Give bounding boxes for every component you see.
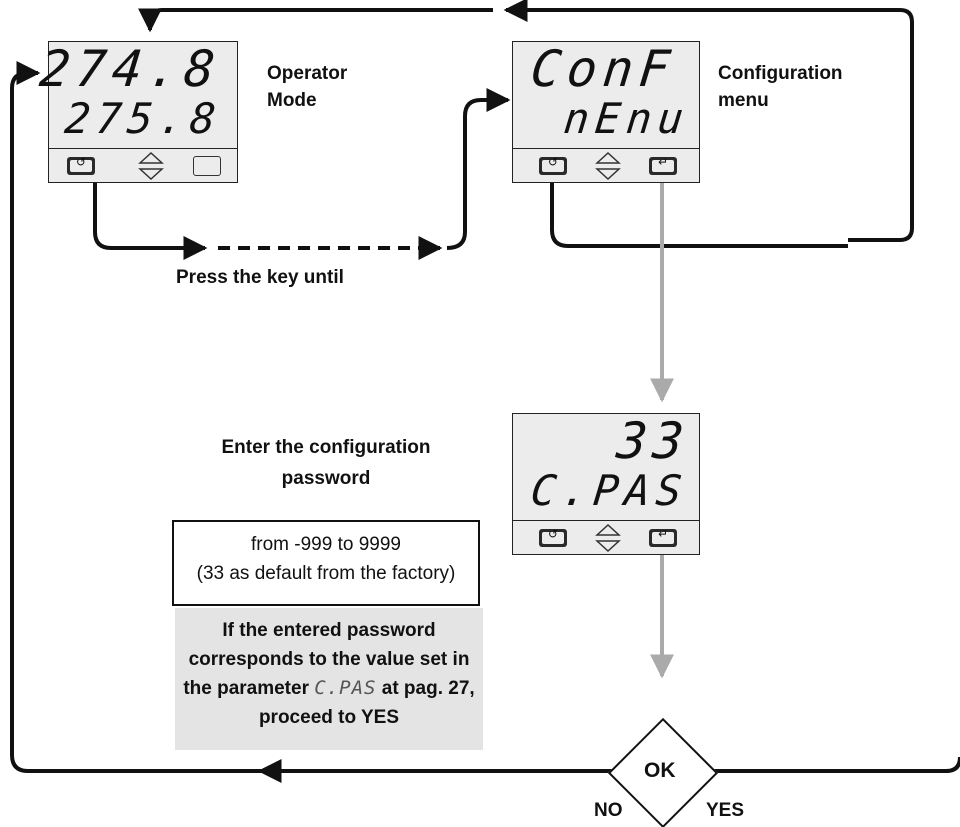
operator-label-line1: Operator (267, 63, 348, 84)
condition-line2: corresponds to the value set in (188, 649, 470, 670)
condition-line3-suffix: at pag. 27, (376, 678, 475, 699)
up-down-arrows-icon[interactable] (595, 523, 621, 553)
enter-password-line1: Enter the configuration (221, 437, 431, 458)
back-key[interactable]: ↺ (539, 155, 567, 175)
operator-mode-label: Operator Mode (267, 60, 347, 114)
range-line2: (33 as default from the factory) (196, 563, 456, 584)
condition-parameter-code: C.PAS (314, 677, 377, 699)
config-display: ConF nEnu ↺ ↵ (512, 40, 700, 183)
enter-key[interactable]: ↵ (649, 527, 677, 547)
enter-key[interactable] (193, 156, 221, 176)
config-label-line2: menu (718, 90, 769, 111)
yes-label: YES (706, 800, 745, 821)
enter-password-label: Enter the configuration password (196, 432, 456, 494)
back-key[interactable]: ↺ (67, 155, 95, 175)
ok-label: OK (644, 759, 676, 782)
password-bottom-value: C.PAS (527, 466, 690, 515)
enter-arrow-icon: ↵ (657, 155, 669, 169)
up-down-arrows-icon[interactable] (138, 151, 164, 181)
press-key-arrow-start (93, 182, 208, 260)
operator-display: 274.8 275.8 ↺ (37, 40, 238, 183)
condition-line3: the parameter C.PAS at pag. 27, (175, 674, 483, 703)
config-label-line1: Configuration (718, 63, 843, 84)
press-key-arrow-rise (446, 88, 511, 250)
operator-top-value: 274.8 (37, 40, 225, 98)
configuration-menu-label: Configuration menu (718, 60, 843, 114)
password-range-box: from -999 to 9999 (33 as default from th… (172, 520, 480, 606)
up-down-arrows-icon[interactable] (595, 151, 621, 181)
enter-password-line2: password (281, 468, 371, 489)
enter-key[interactable]: ↵ (649, 155, 677, 175)
config-back-loop (550, 180, 848, 248)
config-top-value: ConF (527, 40, 679, 98)
back-key[interactable]: ↺ (539, 527, 567, 547)
enter-arrow-icon: ↵ (657, 527, 669, 541)
press-key-label: Press the key until (176, 267, 344, 288)
condition-line4: proceed to YES (258, 707, 400, 728)
top-return-arrow (503, 0, 914, 242)
top-return-arrow-tail (138, 8, 493, 33)
operator-bottom-value: 275.8 (61, 94, 224, 143)
return-arrow-icon: ↺ (547, 527, 559, 541)
config-bottom-value: nEnu (561, 94, 692, 143)
no-label: NO (594, 800, 623, 821)
yes-line (712, 756, 960, 773)
return-arrow-icon: ↺ (547, 155, 559, 169)
return-arrow-icon: ↺ (75, 155, 87, 169)
no-return-line (10, 61, 262, 773)
password-condition-note: If the entered password corresponds to t… (175, 608, 483, 750)
range-line1: from -999 to 9999 (251, 534, 401, 555)
condition-line1: If the entered password (222, 620, 436, 641)
password-top-value: 33 (613, 412, 693, 470)
password-display: 33 C.PAS ↺ ↵ (512, 412, 700, 555)
condition-line3-prefix: the parameter (183, 678, 315, 699)
operator-label-line2: Mode (267, 90, 317, 111)
